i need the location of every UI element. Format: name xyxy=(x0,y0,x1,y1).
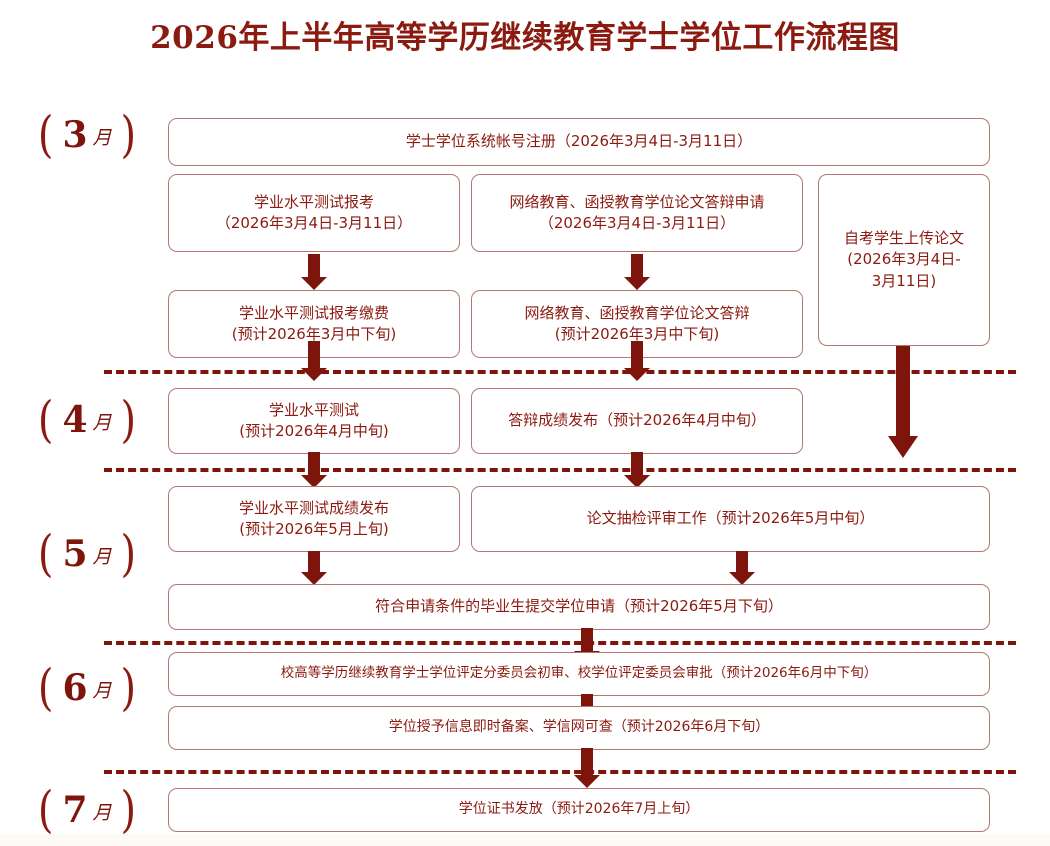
arrow-down-long-icon xyxy=(888,346,918,458)
month-number: 4 xyxy=(62,399,88,441)
step-certificate-issue[interactable]: 学位证书发放（预计2026年7月上旬） xyxy=(168,788,990,832)
month-unit: 月 xyxy=(92,545,112,568)
month-marker-may: ( 5 月 ) xyxy=(22,526,152,582)
month-marker-march: ( 3 月 ) xyxy=(22,107,152,163)
page-title: 2026年上半年高等学历继续教育学士学位工作流程图 xyxy=(150,20,900,56)
step-exam-signup[interactable]: 学业水平测试报考 （2026年3月4日-3月11日） xyxy=(168,174,460,252)
step-committee-review[interactable]: 校高等学历继续教育学士学位评定分委员会初审、校学位评定委员会审批（预计2026年… xyxy=(168,652,990,696)
month-number: 3 xyxy=(62,114,88,156)
month-separator-april-may xyxy=(104,468,1016,472)
month-number: 5 xyxy=(62,533,88,575)
step-defense-result[interactable]: 答辩成绩发布（预计2026年4月中旬） xyxy=(471,388,803,454)
arrow-down-icon xyxy=(624,254,650,290)
month-separator-march-april xyxy=(104,370,1016,374)
step-exam-result[interactable]: 学业水平测试成绩发布 (预计2026年5月上旬) xyxy=(168,486,460,552)
month-marker-april: ( 4 月 ) xyxy=(22,392,152,448)
step-thesis-defense-application[interactable]: 网络教育、函授教育学位论文答辩申请 （2026年3月4日-3月11日） xyxy=(471,174,803,252)
step-self-study-upload[interactable]: 自考学生上传论文 (2026年3月4日- 3月11日) xyxy=(818,174,990,346)
bracket-open-icon: ( xyxy=(37,391,54,449)
month-separator-may-june xyxy=(104,641,1016,645)
month-marker-july: ( 7 月 ) xyxy=(22,782,152,838)
bracket-open-icon: ( xyxy=(37,781,54,839)
step-degree-application[interactable]: 符合申请条件的毕业生提交学位申请（预计2026年5月下旬） xyxy=(168,584,990,630)
bracket-open-icon: ( xyxy=(37,659,54,717)
bracket-open-icon: ( xyxy=(37,106,54,164)
step-exam[interactable]: 学业水平测试 (预计2026年4月中旬) xyxy=(168,388,460,454)
bracket-open-icon: ( xyxy=(37,525,54,583)
month-separator-june-july xyxy=(104,770,1016,774)
bracket-close-icon: ) xyxy=(120,525,137,583)
month-unit: 月 xyxy=(92,679,112,702)
arrow-down-icon xyxy=(624,341,650,381)
arrow-down-icon xyxy=(729,551,755,585)
month-unit: 月 xyxy=(92,411,112,434)
step-record-filing[interactable]: 学位授予信息即时备案、学信网可查（预计2026年6月下旬） xyxy=(168,706,990,750)
month-unit: 月 xyxy=(92,126,112,149)
bracket-close-icon: ) xyxy=(120,781,137,839)
month-number: 7 xyxy=(62,789,88,831)
month-unit: 月 xyxy=(92,801,112,824)
step-thesis-defense[interactable]: 网络教育、函授教育学位论文答辩 (预计2026年3月中下旬) xyxy=(471,290,803,358)
bracket-close-icon: ) xyxy=(120,391,137,449)
step-account-registration[interactable]: 学士学位系统帐号注册（2026年3月4日-3月11日） xyxy=(168,118,990,166)
month-number: 6 xyxy=(62,667,88,709)
arrow-down-icon xyxy=(301,551,327,585)
arrow-down-icon xyxy=(574,748,600,788)
step-thesis-review[interactable]: 论文抽检评审工作（预计2026年5月中旬） xyxy=(471,486,990,552)
arrow-down-icon xyxy=(301,341,327,381)
arrow-down-icon xyxy=(301,254,327,290)
month-marker-june: ( 6 月 ) xyxy=(22,660,152,716)
bracket-close-icon: ) xyxy=(120,659,137,717)
footer-strip xyxy=(0,834,1050,846)
bracket-close-icon: ) xyxy=(120,106,137,164)
